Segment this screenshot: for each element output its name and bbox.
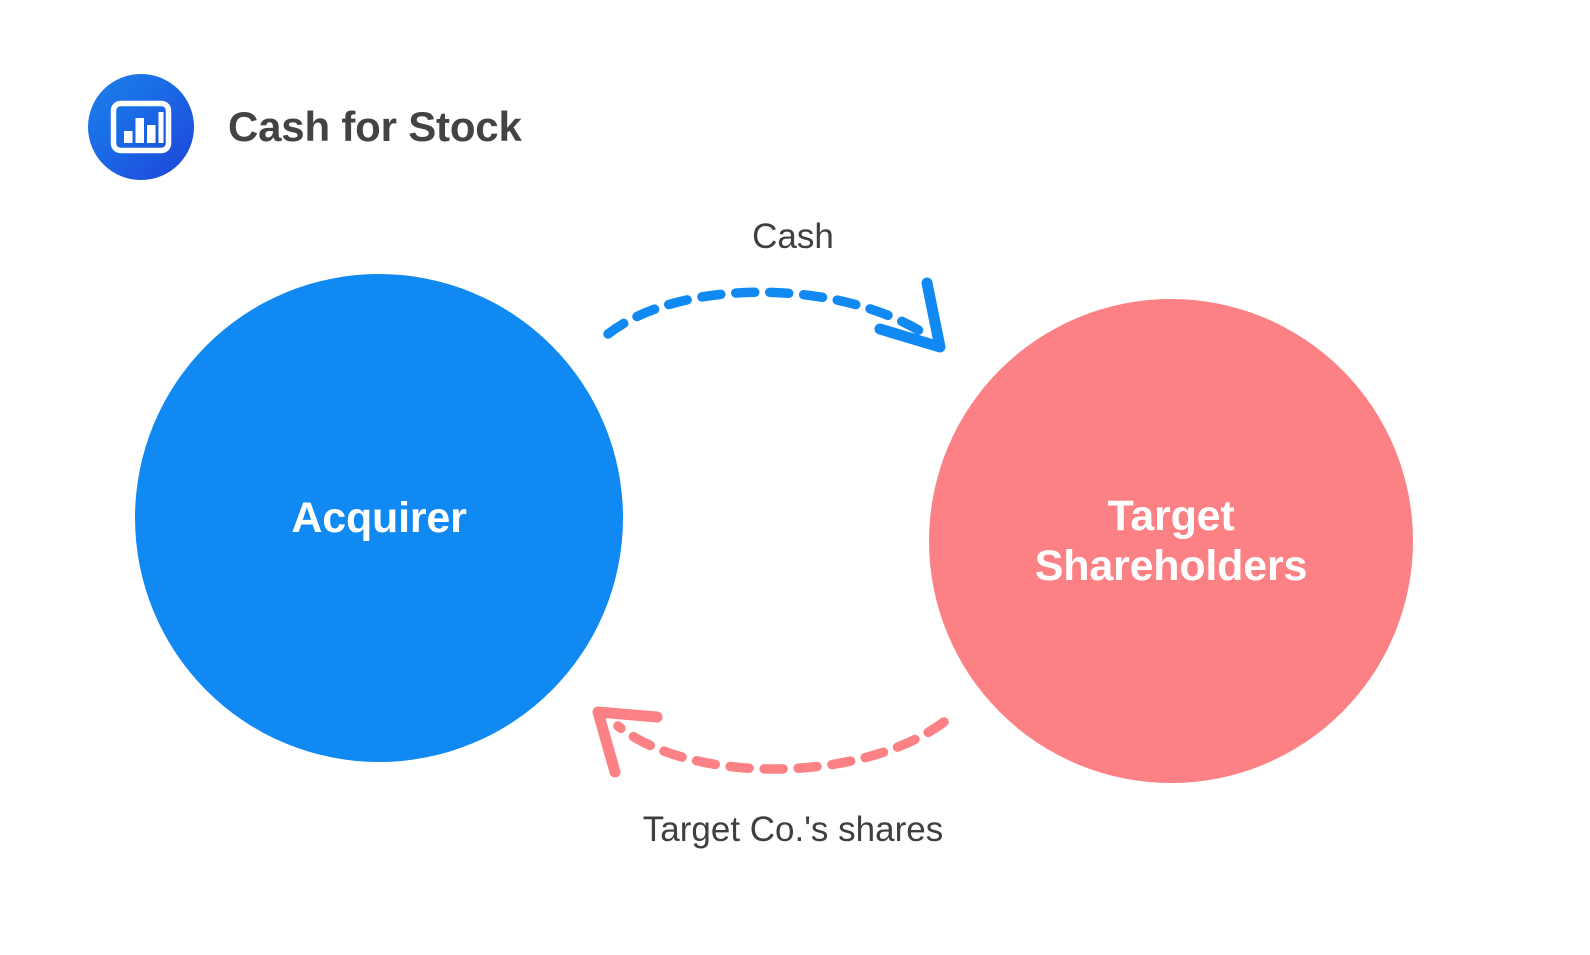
node-target-label: Target Shareholders [1007,491,1335,592]
shares-arrow [592,706,949,778]
brand-header: Cash for Stock [88,74,522,180]
page-title: Cash for Stock [228,103,522,150]
node-acquirer-label: Acquirer [291,493,467,542]
node-target-label-line2: Shareholders [1034,542,1308,590]
shares-flow-label: Target Co.'s shares [642,810,944,849]
node-target-shareholders[interactable]: Target Shareholders [929,299,1413,783]
node-acquirer[interactable]: Acquirer [135,274,623,762]
cash-arrow [603,277,946,353]
bar-chart-icon [88,74,194,180]
node-target-label-line1: Target [1107,491,1235,540]
cash-flow-label: Cash [752,217,834,256]
